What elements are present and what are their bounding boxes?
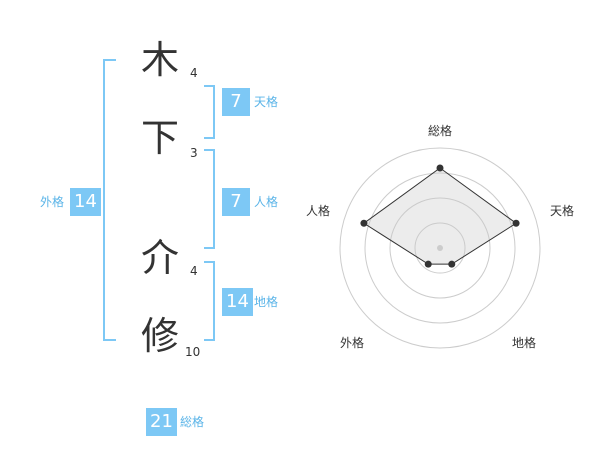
tenkaku-label: 天格 — [254, 95, 279, 109]
name-char-2: 下 — [140, 116, 179, 160]
stroke-count-1: 4 — [190, 66, 198, 80]
radar-point-1 — [436, 164, 444, 172]
radar-series-polygon — [363, 167, 517, 265]
radar-point-4 — [424, 260, 432, 268]
radar-point-2 — [512, 219, 520, 227]
gaikaku-label: 外格 — [40, 195, 65, 209]
chikaku-badge: 14 — [222, 288, 253, 316]
radar-axis-label-gaikaku: 外格 — [340, 336, 365, 350]
radar-ring — [414, 222, 466, 274]
name-char-1: 木 — [140, 38, 179, 82]
radar-axis-label-chikaku: 地格 — [512, 336, 537, 350]
jinkaku-bracket — [204, 149, 215, 249]
jinkaku-badge: 7 — [222, 188, 250, 216]
radar-point-3 — [448, 260, 456, 268]
tenkaku-badge: 7 — [222, 88, 250, 116]
soukaku-badge: 21 — [146, 408, 177, 436]
soukaku-label: 総格 — [180, 415, 205, 429]
stroke-count-3: 4 — [190, 264, 198, 278]
chikaku-label: 地格 — [254, 295, 279, 309]
gaikaku-badge: 14 — [70, 188, 101, 216]
gaikaku-bracket — [103, 59, 116, 341]
stroke-count-2: 3 — [190, 146, 198, 160]
radar-axis-label-tenkaku: 天格 — [550, 204, 575, 218]
name-char-3: 介 — [140, 236, 179, 280]
name-char-4: 修 — [140, 314, 179, 358]
stroke-count-4: 10 — [185, 345, 201, 359]
radar-ring — [389, 197, 491, 299]
jinkaku-label: 人格 — [254, 195, 279, 209]
chikaku-bracket — [204, 261, 215, 341]
radar-ring — [364, 172, 516, 324]
radar-axis-label-soukaku: 総格 — [428, 124, 453, 138]
radar-center-dot — [437, 245, 443, 251]
tenkaku-bracket — [204, 85, 215, 139]
radar-axis-label-jinkaku: 人格 — [306, 204, 331, 218]
radar-point-5 — [360, 219, 368, 227]
radar-ring — [339, 147, 541, 349]
